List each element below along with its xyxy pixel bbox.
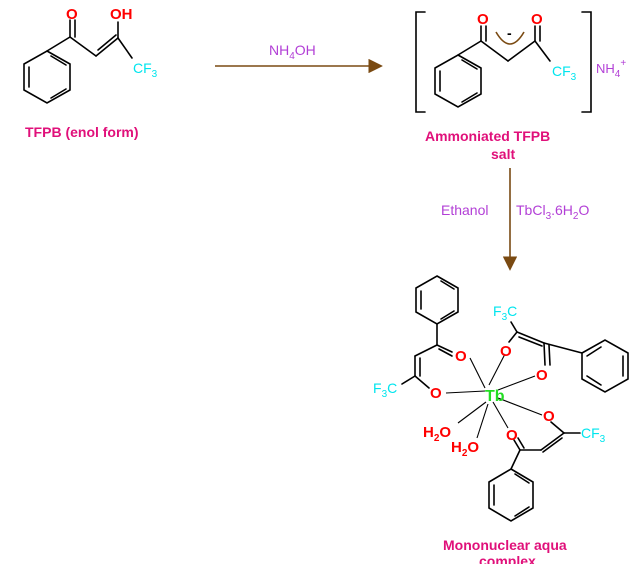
f3c-label: F3C [493,303,517,323]
benzene-ring [23,50,71,104]
water-ligand: H2O [423,424,451,444]
hydroxyl-label: OH [110,6,133,23]
cf3-label: CF3 [133,60,158,80]
oxygen-label: O [66,6,78,23]
oxygen-label: O [536,367,548,384]
benzene-ring [434,54,482,108]
caption-enol: TFPB (enol form) [25,124,139,140]
cf3-label: CF3 [581,425,606,445]
caption-complex-line2: complex [479,553,536,564]
ammoniated-salt-structure: O O - CF3 [415,11,592,113]
water-ligand: H2O [451,439,479,459]
reagent-ethanol: Ethanol [441,202,488,218]
oxygen-label: O [430,385,442,402]
tfpb-enol-structure: O OH CF3 [23,6,158,104]
ammonium-counterion: NH4+ [596,58,626,80]
benzene-ring [488,468,534,522]
oxygen-label: O [500,343,512,360]
caption-salt-line1: Ammoniated TFPB [425,128,550,144]
delocalization-arc [495,31,525,45]
oxygen-label: O [506,427,518,444]
f3c-label: F3C [373,380,397,400]
benzene-ring [581,339,629,393]
cf3-label: CF3 [552,63,577,83]
tb-complex-structure: Tb O O F3C F3C O O [373,275,629,522]
oxygen-label: O [531,11,543,28]
oxygen-label: O [543,408,555,425]
terbium-center: Tb [485,388,505,405]
oxygen-label: O [477,11,489,28]
reagent-nh4oh: NH4OH [269,42,316,62]
oxygen-label: O [455,348,467,365]
caption-salt-line2: salt [491,146,515,162]
benzene-ring [415,275,459,325]
reagent-tbcl3-hydrate: TbCl3.6H2O [516,202,589,222]
negative-charge: - [507,25,512,41]
caption-complex-line1: Mononuclear aqua [443,537,567,553]
